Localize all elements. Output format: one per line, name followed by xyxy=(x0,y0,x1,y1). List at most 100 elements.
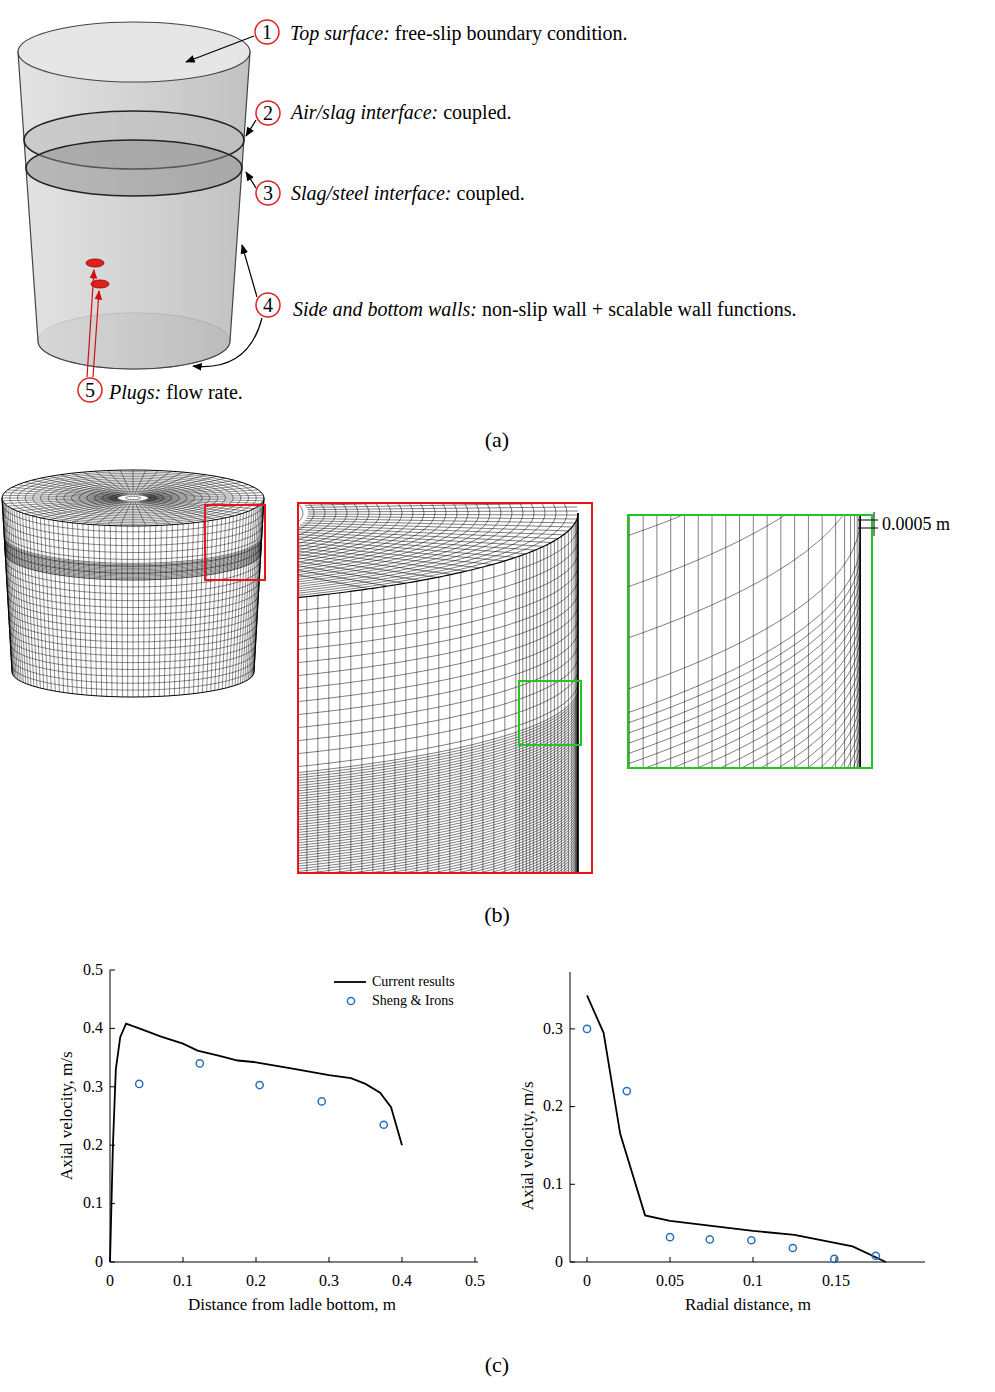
mesh-line xyxy=(298,787,578,873)
mesh-line xyxy=(116,526,117,697)
tick-label: 0.2 xyxy=(543,1097,563,1115)
callout-number: 2 xyxy=(263,103,273,123)
mesh-line xyxy=(88,524,91,695)
mesh-line xyxy=(298,565,578,651)
mesh-line xyxy=(628,515,860,754)
mesh-line xyxy=(628,614,860,768)
tick-label: 0 xyxy=(95,1253,103,1271)
mesh-line xyxy=(298,818,578,873)
tick-label: 0.1 xyxy=(173,1272,193,1290)
mesh-line xyxy=(536,549,537,873)
top-surface xyxy=(18,22,250,82)
data-point xyxy=(318,1098,325,1105)
mesh-line xyxy=(298,737,578,823)
mesh-line xyxy=(298,643,578,729)
mesh-line xyxy=(628,594,860,768)
mesh-line xyxy=(628,515,860,702)
mesh-line xyxy=(154,526,156,697)
mesh-line xyxy=(298,813,578,873)
mesh-line xyxy=(135,501,146,526)
data-point xyxy=(666,1234,673,1241)
mesh-line xyxy=(9,616,257,642)
mesh-line xyxy=(105,525,107,696)
mesh-line xyxy=(298,782,578,868)
panel-letter: (c) xyxy=(485,1352,509,1377)
callout-circle: 4 xyxy=(255,292,281,318)
mesh-line xyxy=(628,686,860,768)
callout-number: 5 xyxy=(85,380,95,400)
mesh-line xyxy=(628,716,860,768)
mesh-line xyxy=(298,779,578,865)
mesh-line xyxy=(628,757,860,768)
mesh-line xyxy=(577,513,579,873)
callout-circle: 2 xyxy=(255,100,281,126)
mesh-line xyxy=(7,581,259,608)
mesh-line xyxy=(26,514,34,686)
mesh-line xyxy=(298,852,578,873)
mesh-line xyxy=(138,501,171,525)
mesh-line xyxy=(305,521,572,527)
mesh-line xyxy=(174,524,177,695)
mesh-line xyxy=(405,583,406,873)
mesh-line xyxy=(10,644,255,669)
mesh-line xyxy=(14,510,23,683)
mesh-line xyxy=(698,515,699,768)
mesh-line xyxy=(107,471,129,495)
callout-circle: 5 xyxy=(77,377,103,403)
mesh-line xyxy=(794,515,795,768)
mesh-line xyxy=(350,591,351,873)
tick-mark xyxy=(570,1184,575,1185)
plug xyxy=(86,259,104,267)
zoom-box xyxy=(205,505,265,580)
mesh-line xyxy=(68,522,73,693)
dimension-line xyxy=(858,528,878,529)
mesh-line xyxy=(245,509,254,682)
mesh-line xyxy=(4,503,14,676)
callout-number: 4 xyxy=(263,295,273,315)
mesh-line xyxy=(120,501,131,526)
mesh-line xyxy=(159,525,161,696)
tick-mark xyxy=(256,1257,257,1262)
axis-line xyxy=(570,972,571,1262)
mesh-side xyxy=(298,513,578,873)
mesh-line xyxy=(298,711,578,797)
mesh-line xyxy=(10,630,257,656)
slag-steel-interface xyxy=(26,140,242,196)
mesh-line xyxy=(628,665,860,768)
mesh-line xyxy=(857,515,858,768)
mesh-line xyxy=(140,501,194,523)
mesh-line xyxy=(835,515,836,768)
tick-label: 0.2 xyxy=(246,1272,266,1290)
mesh-line xyxy=(222,517,229,689)
mesh-line xyxy=(394,585,395,873)
mesh-line xyxy=(361,590,362,873)
mesh-line xyxy=(10,637,256,663)
mesh-line xyxy=(298,543,480,568)
ladle-illustration xyxy=(18,22,262,377)
mesh-line xyxy=(522,555,523,873)
mesh-line xyxy=(554,541,555,873)
mesh-line xyxy=(211,519,217,691)
mesh-line xyxy=(298,531,544,546)
mesh-line xyxy=(628,583,860,768)
callout-circle: 3 xyxy=(255,180,281,206)
callout-number: 3 xyxy=(263,183,273,203)
mesh-line xyxy=(298,719,578,805)
zoom-panel-frame xyxy=(628,515,872,768)
callout-ring xyxy=(78,378,102,402)
mesh-line xyxy=(4,525,263,553)
mesh-line xyxy=(145,500,234,516)
tick-label: 0.15 xyxy=(822,1272,850,1290)
mesh-line xyxy=(254,500,264,674)
mesh-line xyxy=(298,839,578,873)
mesh-line xyxy=(298,706,578,792)
leader-arrow xyxy=(193,318,262,367)
mesh-line xyxy=(308,514,578,516)
legend-text: Current results xyxy=(372,974,455,990)
mesh-line xyxy=(628,645,860,768)
mesh-line xyxy=(298,547,452,575)
mesh-line xyxy=(149,526,150,697)
mesh-line xyxy=(198,522,203,693)
mesh-line xyxy=(656,515,657,768)
mesh-line xyxy=(110,526,112,697)
